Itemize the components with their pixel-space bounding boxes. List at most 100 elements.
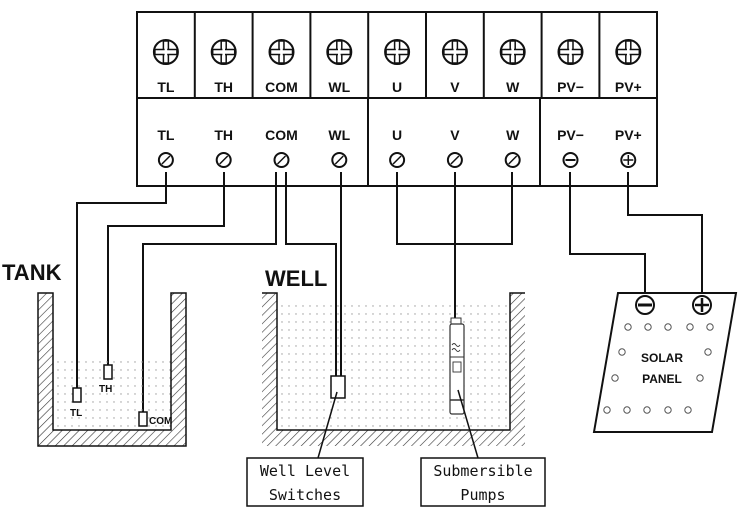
panel-cell-dot	[623, 406, 631, 414]
terminal-block: TL TH COM WL U V W PV− PV+ TL TH COM WL U V W PV− PV+	[136, 11, 658, 187]
wire-com-tank	[142, 172, 277, 412]
callout-pump-line1: Submersible	[433, 462, 532, 480]
plus-screw-icon	[620, 152, 637, 168]
tank-title: TANK	[2, 260, 62, 285]
slot-screw-icon	[504, 152, 521, 168]
terminal-label: TL	[157, 127, 175, 143]
terminal-label: PV−	[557, 127, 584, 143]
panel-cell-dot	[644, 323, 652, 331]
panel-cell-dot	[706, 323, 714, 331]
screw-terminal-bottom: U	[389, 127, 406, 168]
terminal-label: U	[392, 127, 402, 143]
terminal-label: WL	[328, 79, 350, 95]
slot-screw-icon	[273, 152, 290, 168]
screw-terminal-bottom: PV−	[557, 127, 584, 168]
terminal-label: PV+	[615, 79, 642, 95]
panel-cell-dot	[684, 406, 692, 414]
panel-cell-dot	[664, 406, 672, 414]
screw-terminal-bottom: W	[504, 127, 521, 168]
solar-panel: SOLAR PANEL	[592, 292, 738, 433]
submersible-pump-icon	[449, 317, 465, 415]
terminal-label: WL	[328, 127, 350, 143]
solar-panel-label-2: PANEL	[642, 372, 682, 386]
screw-terminal-top: V	[441, 39, 468, 95]
well-outline	[262, 292, 525, 431]
terminal-label: TL	[157, 79, 175, 95]
callouts: Well Level Switches Submersible Pumps	[246, 389, 546, 507]
panel-cells	[603, 323, 714, 414]
terminal-label: COM	[265, 127, 298, 143]
panel-cell-dot	[664, 323, 672, 331]
screw-head-icon	[210, 39, 237, 65]
leader-well-level	[317, 391, 338, 459]
screw-terminal-bottom: PV+	[615, 127, 642, 168]
screw-head-icon	[384, 39, 411, 65]
terminal-label: TH	[214, 79, 233, 95]
wire-tl	[76, 172, 167, 388]
probe-com-label: COM	[149, 416, 172, 427]
terminal-label: W	[506, 127, 520, 143]
wire-pv-minus	[569, 172, 646, 296]
plus-terminal-icon	[692, 295, 712, 315]
slot-screw-icon	[389, 152, 406, 168]
terminal-label: U	[392, 79, 402, 95]
terminal-label: PV−	[557, 79, 584, 95]
panel-cell-dot	[686, 323, 694, 331]
terminal-label: COM	[265, 79, 298, 95]
well-title: WELL	[265, 266, 327, 291]
terminal-label: TH	[214, 127, 233, 143]
screw-terminal-bottom: TL	[157, 127, 175, 168]
wire-pv-plus	[627, 172, 703, 296]
callout-well-level	[246, 457, 364, 507]
tank: TANK TL TH COM	[2, 260, 187, 447]
slot-screw-icon	[446, 152, 463, 168]
well: WELL	[262, 266, 525, 446]
screw-terminal-bottom: TH	[214, 127, 233, 168]
panel-cell-dot	[624, 323, 632, 331]
tank-wall	[37, 292, 187, 447]
screw-terminal-bottom: WL	[328, 127, 351, 168]
screw-terminal-bottom: COM	[265, 127, 298, 168]
probe-th-label: TH	[99, 384, 112, 395]
terminal-label: PV+	[615, 127, 642, 143]
screw-head-icon	[441, 39, 468, 65]
panel-cell-dot	[618, 348, 626, 356]
callout-pump-line2: Pumps	[460, 486, 505, 504]
screw-head-icon	[615, 39, 642, 65]
callout-pump	[420, 457, 546, 507]
wires	[76, 172, 703, 412]
panel-cell-dot	[603, 406, 611, 414]
screw-head-icon	[268, 39, 295, 65]
slot-screw-icon	[215, 152, 232, 168]
screw-head-icon	[326, 39, 353, 65]
panel-cell-dot	[611, 374, 619, 382]
minus-terminal-icon	[635, 295, 655, 315]
terminal-label: W	[506, 79, 520, 95]
screw-terminal-top: PV+	[615, 39, 642, 95]
screw-terminal-top: TL	[152, 39, 179, 95]
minus-screw-icon	[562, 152, 579, 168]
screw-terminal-top: WL	[326, 39, 353, 95]
probe-tl-label: TL	[70, 408, 82, 419]
well-level-switch	[330, 375, 346, 399]
wire-th	[107, 172, 225, 365]
screw-head-icon	[557, 39, 584, 65]
screw-terminal-top: U	[384, 39, 411, 95]
terminal-label: V	[450, 79, 460, 95]
callout-well-level-line2: Switches	[269, 486, 341, 504]
probe-tl	[72, 387, 82, 403]
well-water	[277, 305, 510, 429]
slot-screw-icon	[157, 152, 174, 168]
screw-terminal-top: TH	[210, 39, 237, 95]
screw-head-icon	[152, 39, 179, 65]
callout-well-level-line1: Well Level	[260, 462, 350, 480]
panel-cell-dot	[704, 348, 712, 356]
screw-terminal-bottom: V	[446, 127, 463, 168]
solar-panel-label-1: SOLAR	[641, 351, 683, 365]
terminal-label: V	[450, 127, 460, 143]
leader-pump	[457, 389, 479, 459]
probe-th	[103, 364, 113, 380]
slot-screw-icon	[331, 152, 348, 168]
probe-com	[138, 411, 148, 427]
